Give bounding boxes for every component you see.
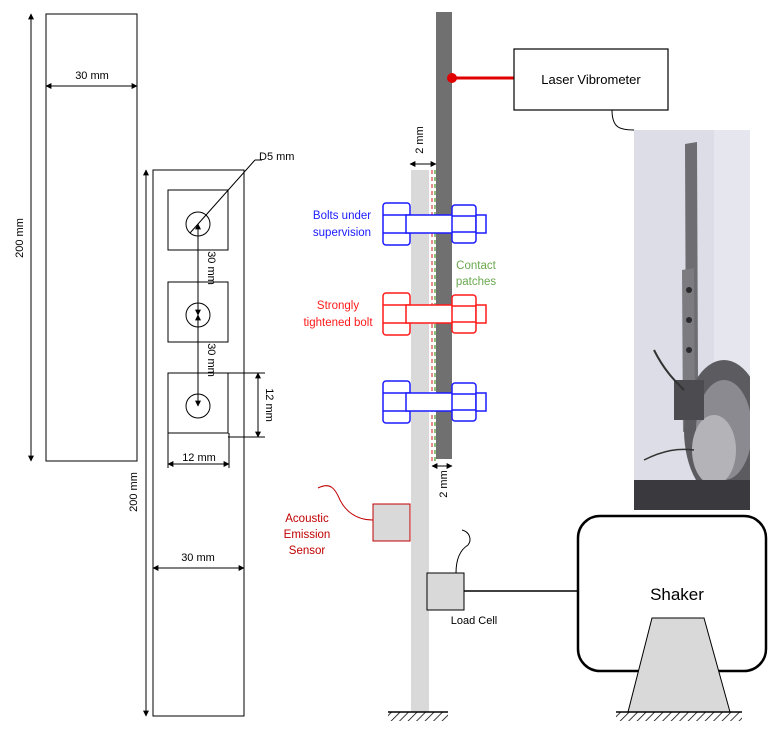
acoustic-sensor bbox=[372, 503, 411, 542]
bolts-label-line2: supervision bbox=[313, 227, 371, 239]
pitch-label-1: 30 mm bbox=[205, 251, 217, 285]
left-height-label: 200 mm bbox=[14, 218, 26, 258]
load-cell-cable bbox=[455, 529, 471, 574]
acoustic-label-line1: Acoustic bbox=[285, 513, 329, 525]
setup-photo bbox=[634, 130, 750, 510]
right-height-label: 200 mm bbox=[128, 472, 140, 512]
left-width-label: 30 mm bbox=[75, 70, 109, 82]
base-beam bbox=[411, 170, 429, 712]
tight-bolt-label-line1: Strongly bbox=[317, 300, 359, 312]
load-cell-label: Load Cell bbox=[451, 615, 497, 627]
setup-schematic: 2 mm 2 mm bbox=[284, 12, 768, 721]
load-cell bbox=[426, 572, 465, 611]
ground-hatch-shaker bbox=[616, 712, 742, 721]
tightened-bolt bbox=[382, 292, 487, 336]
acoustic-cable bbox=[317, 485, 374, 521]
supervised-bolt-top bbox=[382, 202, 487, 246]
contact-label-line2: patches bbox=[456, 276, 497, 288]
laser-vibrometer-box bbox=[513, 48, 669, 111]
laser-cable bbox=[611, 109, 635, 131]
bolts-label-line1: Bolts under bbox=[313, 210, 371, 222]
gap-top-label: 2 mm bbox=[414, 126, 426, 154]
diameter-leader bbox=[189, 159, 256, 234]
patch-height-label: 12 mm bbox=[263, 388, 275, 422]
acoustic-label-line2: Emission bbox=[284, 529, 331, 541]
shaker-label: Shaker bbox=[650, 585, 704, 604]
left-specimen: 200 mm 30 mm bbox=[14, 13, 138, 462]
supervised-bolt-bottom bbox=[382, 380, 487, 424]
laser-vibrometer-label: Laser Vibrometer bbox=[541, 72, 641, 87]
laser-spot bbox=[447, 73, 457, 83]
right-width-label: 30 mm bbox=[181, 552, 215, 564]
patch-width-label: 12 mm bbox=[182, 452, 216, 464]
hole-diameter-label: D5 mm bbox=[259, 151, 294, 163]
tight-bolt-label-line2: tightened bolt bbox=[303, 317, 373, 329]
cantilever-beam bbox=[436, 12, 452, 459]
ground-hatch-beam bbox=[388, 712, 448, 721]
contact-label-line1: Contact bbox=[456, 260, 496, 272]
right-specimen: D5 mm 30 mm 30 mm 12 mm 12 mm 200 mm 30 … bbox=[128, 151, 294, 717]
pitch-label-2: 30 mm bbox=[205, 343, 217, 377]
acoustic-label-line3: Sensor bbox=[289, 545, 326, 557]
gap-bottom-label: 2 mm bbox=[438, 470, 450, 498]
